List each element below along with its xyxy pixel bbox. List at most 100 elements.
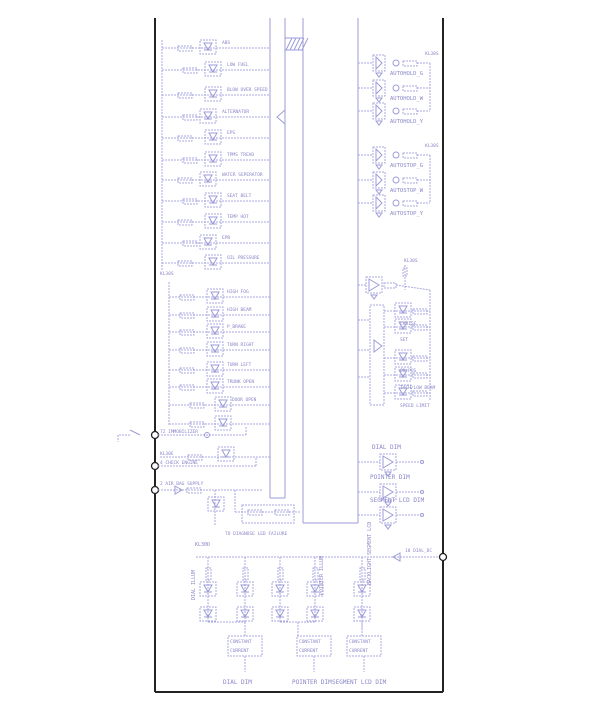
led-icon	[199, 581, 217, 597]
resistor-icon	[177, 260, 193, 267]
ground-icon	[375, 120, 383, 126]
resistor-icon	[182, 157, 198, 164]
resistor-icon	[277, 567, 284, 581]
resistor-icon	[179, 347, 195, 354]
dim-input-label: POINTER DIM	[292, 679, 332, 686]
buffer-amplifier-icon	[372, 146, 386, 170]
output-terminal	[420, 513, 424, 517]
ground-icon	[375, 189, 383, 195]
cruise-label: SPEED LIMIT	[400, 403, 430, 409]
illum-label: DIAL ILLUM	[191, 570, 197, 600]
output-label: AUTOSTOP_W	[390, 188, 424, 194]
diode-icon	[208, 132, 218, 142]
indicator-label: ABS	[222, 40, 230, 46]
led-icon	[206, 378, 224, 394]
amp-triangle	[382, 455, 394, 469]
led-icon	[204, 213, 222, 229]
cc-label: CONSTANT	[299, 639, 321, 645]
ground-icon	[375, 164, 383, 170]
diode-icon	[221, 449, 231, 459]
ground-icon	[384, 471, 392, 477]
led-housing	[206, 323, 224, 339]
resistor-icon	[412, 308, 428, 315]
pin-label: 72 IMMOBILIZER	[160, 429, 198, 435]
led-housing	[199, 171, 217, 187]
amp-triangle	[382, 485, 394, 499]
indicator-label: LOW FUEL	[227, 62, 249, 68]
diode-icon	[275, 584, 285, 594]
led-icon	[217, 446, 235, 462]
pin-label: 4 CHECK ENGINE	[160, 460, 198, 466]
resistor-icon	[182, 67, 198, 74]
indicator-label: P_BRAKE	[227, 324, 246, 330]
supply-label: KL30S	[425, 51, 439, 57]
resistor-icon	[179, 329, 195, 336]
indicator-label: ALTERNATOR	[222, 109, 249, 115]
diode-icon	[398, 369, 408, 379]
diode-icon	[203, 237, 213, 247]
resistor-icon	[186, 487, 202, 494]
output-label: AUTOSTOP_G	[390, 163, 423, 169]
input-triangle-icon	[276, 108, 286, 126]
led-housing	[214, 396, 232, 412]
resistor-icon	[187, 454, 203, 461]
dim-input-label: SEGMENT LCD DIM	[332, 679, 387, 686]
led-housing	[204, 86, 222, 102]
diode-icon	[208, 216, 218, 226]
output-terminal	[420, 460, 424, 464]
amp-triangle	[375, 147, 383, 163]
led-housing	[204, 151, 222, 167]
led-housing	[204, 61, 222, 77]
diode-icon	[203, 174, 213, 184]
output-label: AUTOSTOP_Y	[390, 211, 424, 217]
amp-triangle	[375, 55, 383, 71]
cc-label: CURRENT	[299, 648, 318, 654]
led-housing	[199, 234, 217, 250]
indicator-label: EPB	[222, 235, 230, 241]
diode-icon	[210, 364, 220, 374]
led-icon	[207, 496, 225, 512]
led-housing	[204, 129, 222, 145]
diode-icon	[203, 584, 213, 594]
buffer-box	[372, 54, 386, 72]
amp-triangle	[375, 103, 383, 119]
led-icon	[206, 288, 224, 304]
output-label: AUTOHOLD_W	[390, 96, 424, 102]
dim-output-label: DIAL DIM	[372, 444, 401, 451]
indicator-label: TRUNK OPEN	[227, 379, 254, 385]
ground-icon	[375, 72, 383, 78]
led-housing	[199, 108, 217, 124]
buffer-amplifier-icon	[372, 79, 386, 103]
diode-icon	[398, 321, 408, 331]
led-housing	[353, 581, 371, 597]
led-icon	[214, 396, 232, 412]
amp-triangle	[382, 508, 394, 522]
diagnose-block	[241, 504, 295, 524]
illum-label: POINTER ILLUM	[319, 556, 325, 595]
resistor-icon	[177, 177, 193, 184]
led-icon	[204, 129, 222, 145]
wire	[285, 37, 293, 51]
connector-pin-icon	[150, 485, 160, 495]
output-label: AUTOHOLD_G	[390, 71, 423, 77]
led-icon	[236, 606, 254, 622]
buffer-amplifier-icon	[372, 194, 386, 218]
diode-icon	[310, 609, 320, 619]
cc-label: CONSTANT	[349, 639, 371, 645]
diode-icon	[203, 609, 213, 619]
led-icon	[394, 366, 412, 382]
diode-icon	[357, 584, 367, 594]
led-housing	[214, 415, 232, 431]
led-icon	[206, 341, 224, 357]
buffer-amplifier-icon	[379, 453, 397, 477]
led-housing	[206, 361, 224, 377]
buffer-box	[372, 102, 386, 120]
resistor-icon	[402, 152, 418, 159]
amp-triangle	[375, 80, 383, 96]
led-housing	[206, 306, 224, 322]
diode-icon	[357, 609, 367, 619]
led-icon	[271, 581, 289, 597]
led-housing	[207, 496, 225, 512]
diode-icon	[203, 42, 213, 52]
wire	[395, 284, 431, 291]
